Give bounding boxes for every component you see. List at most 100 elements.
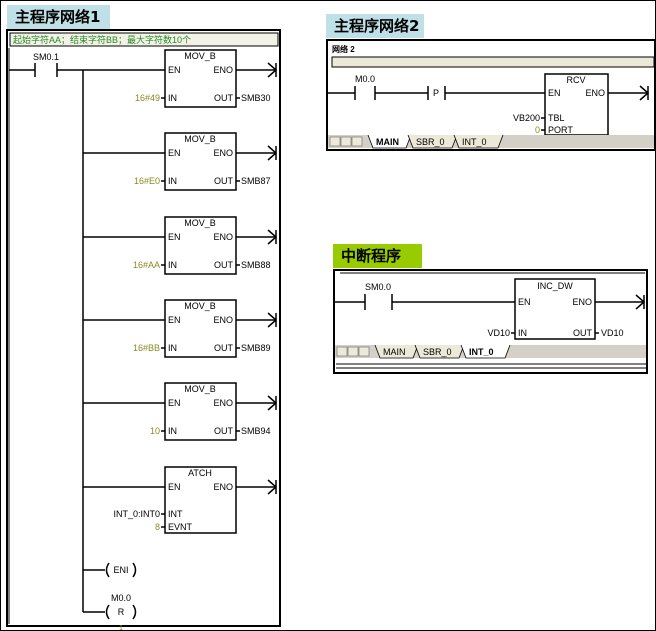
pin-in: IN — [518, 328, 527, 338]
tab-label: MAIN — [383, 347, 406, 357]
pin-en: EN — [518, 297, 531, 307]
comment-bar — [9, 32, 279, 47]
pin-int: INT — [168, 509, 183, 519]
in-value: 16#E0 — [134, 176, 160, 186]
scroll-prev-button[interactable] — [347, 346, 359, 357]
pin-eno: ENO — [213, 65, 233, 75]
pin-out: OUT — [573, 328, 593, 338]
tab-sbr_0[interactable] — [414, 344, 465, 359]
pin-in: IN — [168, 93, 177, 103]
panel3-title: 中断程序 — [333, 244, 422, 268]
panel2-frame — [326, 39, 656, 151]
inc-dw-block[interactable] — [514, 278, 596, 340]
scroll-first-button[interactable] — [329, 136, 341, 147]
pin-eno: ENO — [572, 297, 592, 307]
pin-in: IN — [168, 176, 177, 186]
pin-in: IN — [168, 343, 177, 353]
in-value: 16#49 — [135, 93, 160, 103]
pin-en: EN — [168, 315, 181, 325]
pin-port: PORT — [548, 125, 573, 135]
mov-b-block[interactable] — [164, 382, 237, 441]
block-name: RCV — [566, 75, 585, 85]
port-value: 0 — [535, 125, 540, 135]
panel1-title: 主程序网络1 — [7, 5, 110, 29]
out-value: SMB94 — [241, 426, 271, 436]
scroll-first-button[interactable] — [336, 346, 348, 357]
tab-main[interactable] — [374, 344, 419, 359]
reset-coil[interactable] — [105, 604, 110, 620]
tab-label: INT_0 — [462, 137, 487, 147]
mov-b-block[interactable] — [164, 132, 237, 191]
int-value: INT_0:INT0 — [113, 509, 160, 519]
pin-en: EN — [168, 232, 181, 242]
eni-coil-label: ENI — [113, 565, 128, 575]
tab-label: INT_0 — [469, 347, 494, 357]
network-label: 网络 2 — [332, 44, 355, 54]
out-value: SMB88 — [241, 260, 271, 270]
mov-b-block[interactable] — [164, 216, 237, 275]
out-value: SMB87 — [241, 176, 271, 186]
pin-eno: ENO — [213, 482, 233, 492]
pin-out: OUT — [214, 343, 234, 353]
pin-out: OUT — [214, 93, 234, 103]
tab-int_0[interactable] — [453, 134, 504, 149]
block-name: INC_DW — [537, 281, 573, 291]
atch-block[interactable] — [164, 466, 237, 534]
pin-en: EN — [548, 88, 561, 98]
pin-eno: ENO — [585, 88, 605, 98]
tab-label: SBR_0 — [423, 347, 452, 357]
pin-out: OUT — [214, 176, 234, 186]
in-value: 16#AA — [133, 260, 160, 270]
panel3-frame — [333, 269, 648, 374]
block-name: MOV_B — [184, 301, 216, 311]
scroll-last-button[interactable] — [358, 346, 370, 357]
pin-out: OUT — [214, 426, 234, 436]
in-value: 10 — [150, 426, 160, 436]
panel1-frame — [6, 29, 281, 627]
in-value: 16#BB — [133, 343, 160, 353]
network-end-icon — [267, 145, 278, 161]
eni-coil[interactable] — [105, 562, 110, 578]
reset-coil-label: R — [118, 607, 125, 617]
tab-int_0[interactable] — [460, 344, 511, 359]
out-value: SMB89 — [241, 343, 271, 353]
contact-label: SM0.1 — [33, 52, 59, 62]
contact-label: SM0.0 — [365, 282, 391, 292]
mov-b-block[interactable] — [164, 49, 237, 108]
out-value: SMB30 — [241, 93, 271, 103]
pulse-label: P — [433, 88, 439, 98]
rcv-block[interactable] — [544, 73, 609, 136]
contact-label: M0.0 — [355, 74, 375, 84]
tbl-value: VB200 — [513, 113, 540, 123]
network-end-icon — [267, 395, 278, 411]
pin-eno: ENO — [213, 232, 233, 242]
pin-en: EN — [168, 398, 181, 408]
tab-label: SBR_0 — [416, 137, 445, 147]
pin-out: OUT — [214, 260, 234, 270]
tab-label: MAIN — [376, 137, 399, 147]
block-name: MOV_B — [184, 134, 216, 144]
panel2-title: 主程序网络2 — [326, 14, 424, 38]
network-comment: 起始字符AA；结束字符BB；最大字符数10个 — [13, 34, 191, 45]
tab-main[interactable] — [367, 134, 412, 149]
network-end-icon — [267, 312, 278, 328]
pin-en: EN — [168, 148, 181, 158]
evnt-value: 8 — [155, 522, 160, 532]
pin-evnt: EVNT — [168, 522, 193, 532]
scroll-last-button[interactable] — [351, 136, 363, 147]
block-name: MOV_B — [184, 218, 216, 228]
pin-eno: ENO — [213, 315, 233, 325]
pin-in: IN — [168, 260, 177, 270]
mov-b-block[interactable] — [164, 299, 237, 358]
out-value: VD10 — [601, 328, 624, 338]
pin-en: EN — [168, 482, 181, 492]
tab-sbr_0[interactable] — [407, 134, 458, 149]
network-end-icon — [267, 229, 278, 245]
block-name: MOV_B — [184, 384, 216, 394]
block-name: MOV_B — [184, 51, 216, 61]
pin-tbl: TBL — [548, 113, 565, 123]
pin-eno: ENO — [213, 148, 233, 158]
scroll-prev-button[interactable] — [340, 136, 352, 147]
pin-en: EN — [168, 65, 181, 75]
